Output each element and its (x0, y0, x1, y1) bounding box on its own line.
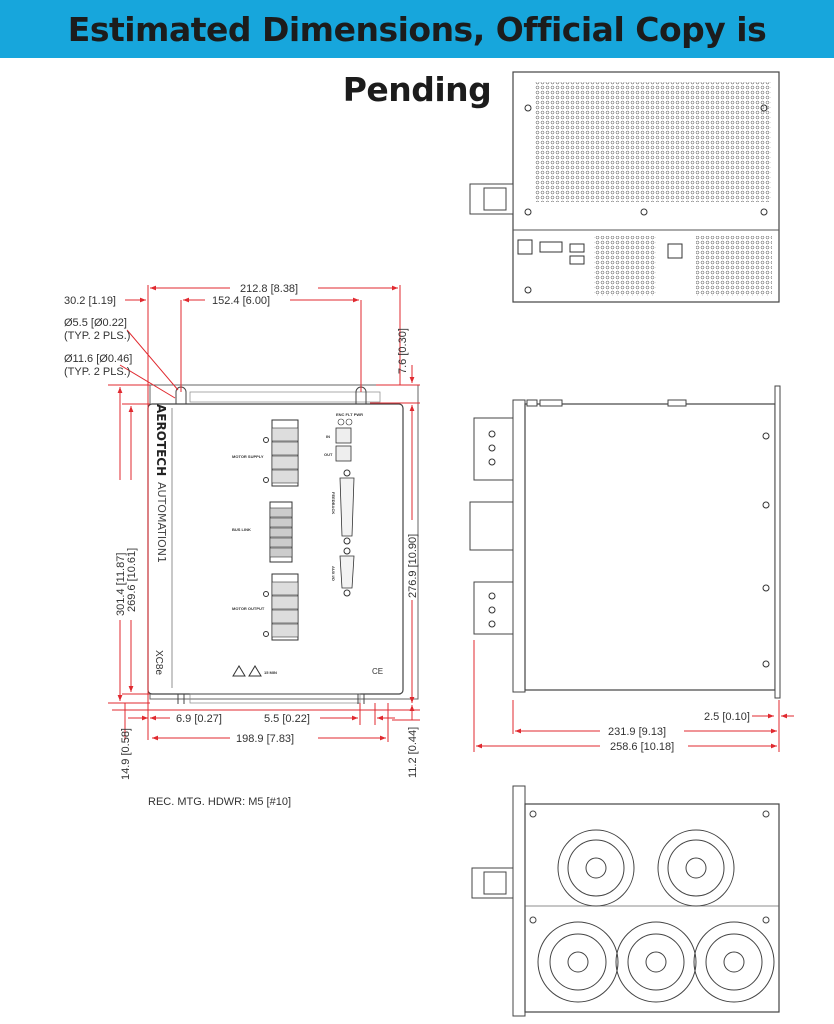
front-view: AEROTECH AUTOMATION1 XC8e MOTOR SUPPLY B… (64, 283, 420, 780)
status-led-label: ENC FLT PWR (336, 412, 363, 417)
motor-supply-connector: MOTOR SUPPLY (232, 419, 299, 487)
brand-logo: AEROTECH (154, 404, 168, 476)
motor-supply-label: MOTOR SUPPLY (232, 454, 264, 459)
dim-hole-small-typ: (TYP. 2 PLS.) (64, 330, 130, 342)
dim-overall-height: 301.4 [11.87] (115, 553, 127, 616)
dim-hole-spacing: 152.4 [6.00] (212, 295, 270, 307)
dim-bottom-slot: 5.5 [0.22] (264, 713, 310, 725)
slot-bottom-left (177, 694, 185, 704)
warning-label: 15 MIN (264, 670, 277, 675)
motor-output-label: MOTOR OUTPUT (232, 606, 265, 611)
product-name: AUTOMATION1 (155, 482, 168, 563)
bus-connector: BUS LINK (232, 501, 293, 563)
ethernet-out-label: OUT (324, 452, 333, 457)
dim-overall-width: 212.8 [8.38] (240, 283, 298, 295)
feedback-label: FEEDBACK (331, 492, 336, 514)
dim-depth-overall: 258.6 [10.18] (610, 741, 674, 753)
dim-bottom-left-height: 14.9 [0.58] (120, 728, 132, 780)
dim-hole-large-typ: (TYP. 2 PLS.) (64, 366, 130, 378)
dim-bottom-right-height: 11.2 [0.44] (407, 727, 419, 778)
aux-io-label: AUX I/O (331, 566, 336, 581)
dim-depth-inner: 231.9 [9.13] (608, 726, 666, 738)
top-rail (189, 391, 381, 403)
ce-mark: CE (372, 667, 383, 676)
dim-top-gap: 7.6 [0.30] (397, 328, 409, 374)
ethernet-ports: ENC FLT PWR IN OUT (324, 412, 363, 462)
dimension-drawing: AEROTECH AUTOMATION1 XC8e MOTOR SUPPLY B… (64, 71, 794, 1017)
aux-io-connector: AUX I/O (331, 547, 355, 597)
bottom-view (471, 785, 780, 1017)
dim-flange: 2.5 [0.10] (704, 711, 750, 723)
feedback-connector: FEEDBACK (331, 469, 355, 545)
slot-bottom-right (357, 694, 365, 704)
front-dimension-lines (108, 285, 420, 742)
dim-bottom-width: 198.9 [7.83] (236, 733, 294, 745)
top-view (469, 71, 780, 303)
banner-title: Estimated Dimensions, Official Copy is P… (67, 10, 767, 109)
dim-bottom-left-offset: 6.9 [0.27] (176, 713, 222, 725)
side-view: 2.5 [0.10] 231.9 [9.13] 258.6 [10.18] (469, 385, 794, 753)
motor-output-connector: MOTOR OUTPUT (232, 573, 299, 641)
mounting-hardware-note: REC. MTG. HDWR: M5 [#10] (148, 796, 291, 808)
dim-offset-left: 30.2 [1.19] (64, 295, 116, 307)
dim-hole-small: Ø5.5 [Ø0.22] (64, 317, 127, 329)
dim-hole-large: Ø11.6 [Ø0.46] (64, 353, 132, 365)
dim-right-height: 276.9 [10.90] (407, 534, 419, 598)
warning-symbols: 15 MIN (232, 665, 277, 677)
ethernet-in-label: IN (326, 434, 330, 439)
model-label: XC8e (153, 650, 164, 675)
title-banner: Estimated Dimensions, Official Copy is P… (0, 0, 834, 109)
dim-inner-height: 269.6 [10.61] (126, 548, 138, 612)
bottom-rail (189, 693, 361, 704)
bus-link-label: BUS LINK (232, 527, 251, 532)
